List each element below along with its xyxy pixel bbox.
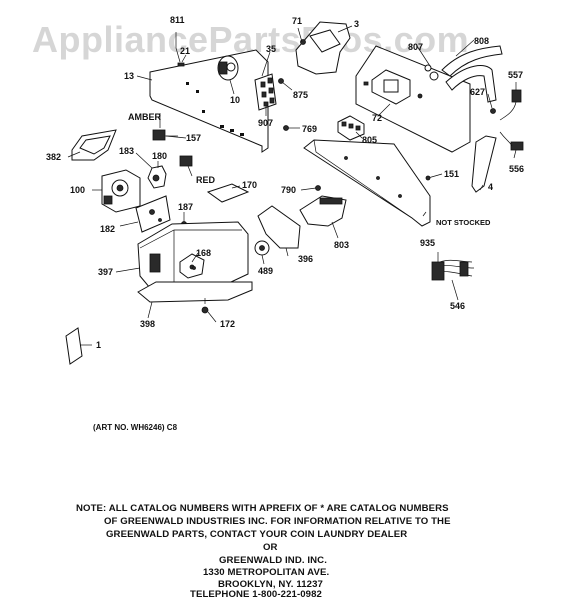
label-157: 157	[186, 133, 201, 143]
note-line: 1330 METROPOLITAN AVE.	[203, 567, 330, 578]
screw-part-769	[283, 125, 300, 131]
label-72: 72	[372, 113, 382, 123]
amber-lamp-part-157	[152, 129, 178, 141]
label-151: 151	[444, 169, 459, 179]
clip-part-21	[177, 62, 185, 67]
label-907: 907	[258, 118, 273, 128]
label-769: 769	[302, 124, 317, 134]
label-35: 35	[266, 44, 276, 54]
label-not-stocked: NOT STOCKED	[436, 218, 491, 227]
component-part-168	[192, 266, 196, 270]
label-803: 803	[334, 240, 349, 250]
note-line: GREENWALD PARTS, CONTACT YOUR COIN LAUND…	[106, 529, 408, 540]
label-546: 546	[450, 301, 465, 311]
screw-part-151	[425, 173, 443, 181]
label-790: 790	[281, 185, 296, 195]
note-line: BROOKLYN, NY. 11237	[218, 579, 323, 590]
label-71: 71	[292, 16, 302, 26]
label-627: 627	[470, 87, 485, 97]
label-4: 4	[488, 182, 493, 192]
switch-block-part-35	[254, 73, 277, 111]
label-187: 187	[178, 202, 193, 212]
bracket-part-803	[299, 195, 347, 227]
label-red: RED	[196, 175, 216, 185]
clip-part-790	[315, 185, 321, 191]
shield-part-396	[257, 205, 301, 249]
label-805: 805	[362, 135, 377, 145]
terminal-block-part-805	[337, 115, 365, 141]
bezel-part-382	[71, 129, 117, 161]
label-397: 397	[98, 267, 113, 277]
fitting-part-489	[254, 240, 270, 256]
note-line: OF GREENWALD INDUSTRIES INC. FOR INFORMA…	[104, 516, 451, 527]
plug-part-557	[499, 89, 522, 121]
control-panel-part-13	[149, 49, 269, 153]
label-489: 489	[258, 266, 273, 276]
label-182: 182	[100, 224, 115, 234]
label-811: 811	[170, 15, 185, 25]
sheet-part-1	[65, 327, 83, 365]
label-398: 398	[140, 319, 155, 329]
label-172: 172	[220, 319, 235, 329]
hose-part-808	[424, 45, 503, 103]
label-183: 183	[119, 146, 134, 156]
screw-part-875	[278, 78, 293, 91]
label-170: 170	[242, 180, 257, 190]
bracket-part-4	[471, 135, 497, 193]
note-line: TELEPHONE 1-800-221-0982	[190, 589, 322, 600]
bracket-part-71	[295, 21, 351, 75]
harness-part-546	[431, 252, 475, 281]
label-13: 13	[124, 71, 134, 81]
shelf-bracket	[303, 139, 431, 227]
light-socket-part-180	[147, 165, 167, 189]
label-556: 556	[509, 164, 524, 174]
label-396: 396	[298, 254, 313, 264]
label-808: 808	[474, 36, 489, 46]
label-10: 10	[230, 95, 240, 105]
card-part-170	[206, 183, 250, 203]
label-100: 100	[70, 185, 85, 195]
back-panel-part-72	[355, 45, 471, 153]
label-3: 3	[354, 19, 359, 29]
label-180: 180	[152, 151, 167, 161]
housing-part-397	[137, 221, 249, 291]
switch-part-10	[217, 55, 239, 81]
label-168: 168	[196, 248, 211, 258]
label-557: 557	[508, 70, 523, 80]
switch-part-556	[499, 131, 524, 151]
red-lamp	[179, 155, 193, 167]
label-1: 1	[96, 340, 101, 350]
label-amber: AMBER	[128, 112, 161, 122]
leader-lines	[67, 25, 517, 346]
label-935: 935	[420, 238, 435, 248]
timer-part-100	[101, 169, 141, 213]
label-21: 21	[180, 46, 190, 56]
label-382: 382	[46, 152, 61, 162]
note-line: NOTE: ALL CATALOG NUMBERS WITH APREFIX O…	[76, 503, 449, 514]
label-875: 875	[293, 90, 308, 100]
part-labels: 811 71 3 807 808 557 21 35 13 10 875 627…	[46, 15, 524, 350]
note-line: GREENWALD IND. INC.	[219, 555, 327, 566]
note-line: OR	[263, 542, 278, 553]
art-number: (ART NO. WH6246) C8	[93, 423, 178, 432]
label-807: 807	[408, 42, 423, 52]
bracket-part-182	[135, 195, 171, 233]
base-plate-part-398	[137, 281, 253, 303]
screw-part-627	[490, 108, 496, 114]
screw-part-172	[201, 298, 209, 314]
